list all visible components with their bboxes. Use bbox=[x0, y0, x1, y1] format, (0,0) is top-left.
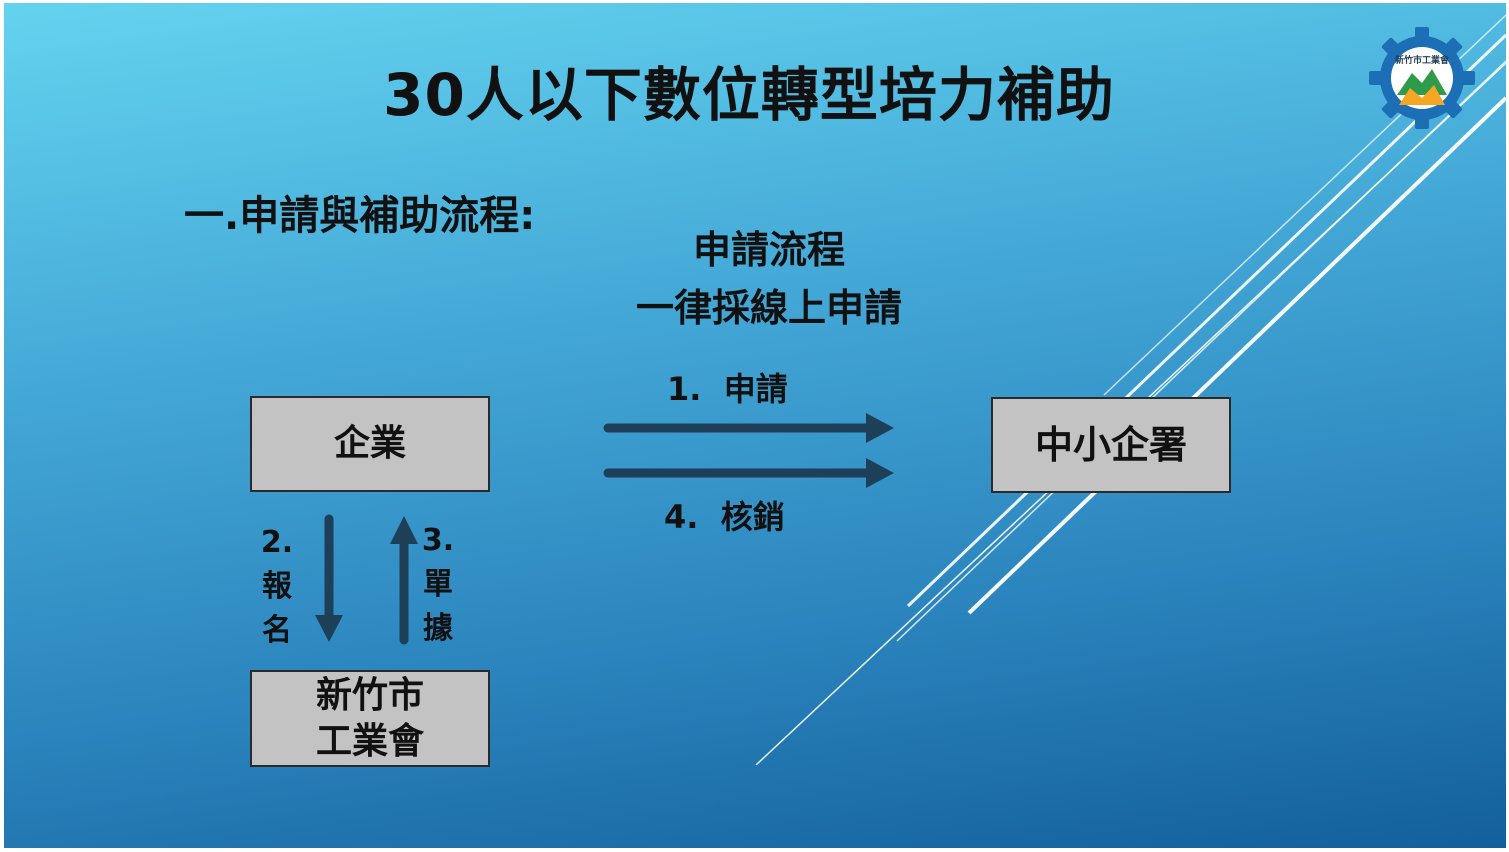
node-enterprise: 企業 bbox=[250, 396, 490, 492]
step-receipt-char-2: 據 bbox=[423, 611, 453, 646]
step-apply-label: 1. 申請 bbox=[667, 367, 788, 411]
step-apply-number: 1. bbox=[667, 370, 702, 408]
step-register-char-1: 報 bbox=[262, 569, 292, 604]
node-enterprise-label: 企業 bbox=[333, 423, 406, 464]
step-reimburse-number: 4. bbox=[664, 498, 699, 536]
step-register-label: 2. 報 名 bbox=[253, 521, 301, 653]
process-note: 申請流程 一律採線上申請 bbox=[594, 221, 944, 337]
logo-text: 新竹市工業會 bbox=[1395, 54, 1450, 66]
page-title: 30人以下數位轉型培力補助 bbox=[383, 61, 1115, 129]
step-receipt-number: 3. bbox=[421, 523, 455, 558]
arrow-apply bbox=[603, 413, 894, 443]
step-reimburse-label: 4. 核銷 bbox=[664, 495, 785, 539]
node-sme-agency: 中小企署 bbox=[991, 397, 1231, 493]
slide: 30人以下數位轉型培力補助 一.申請與補助流程: 申請流程 一律採線上申請 企業… bbox=[4, 3, 1506, 848]
arrow-reimburse bbox=[603, 458, 894, 488]
step-register-number: 2. bbox=[260, 525, 294, 560]
node-industry-association: 新竹市 工業會 bbox=[250, 670, 490, 767]
step-receipt-char-1: 單 bbox=[423, 567, 453, 602]
diagram-canvas bbox=[315, 14, 1506, 766]
mountain-icon bbox=[1397, 69, 1447, 105]
deco-line-1 bbox=[906, 33, 1506, 608]
industry-association-logo: 新竹市工業會 bbox=[1369, 27, 1475, 129]
step-receipt-label: 3. 單 據 bbox=[414, 519, 462, 651]
step-reimburse-text: 核銷 bbox=[720, 498, 785, 536]
process-note-line-1: 申請流程 bbox=[692, 228, 845, 272]
step-register-char-2: 名 bbox=[262, 613, 292, 648]
deco-line-2 bbox=[967, 96, 1506, 615]
section-heading: 一.申請與補助流程: bbox=[184, 193, 536, 239]
step-apply-text: 申請 bbox=[723, 370, 788, 408]
arrow-receipt bbox=[390, 516, 418, 645]
node-industry-label-line-2: 工業會 bbox=[315, 720, 424, 762]
decorative-lines bbox=[755, 14, 1506, 766]
process-note-line-2: 一律採線上申請 bbox=[635, 286, 902, 330]
node-industry-label-line-1: 新竹市 bbox=[315, 674, 424, 716]
node-sme-agency-label: 中小企署 bbox=[1034, 423, 1187, 467]
flow-arrows bbox=[315, 413, 894, 645]
arrow-register bbox=[315, 514, 343, 642]
